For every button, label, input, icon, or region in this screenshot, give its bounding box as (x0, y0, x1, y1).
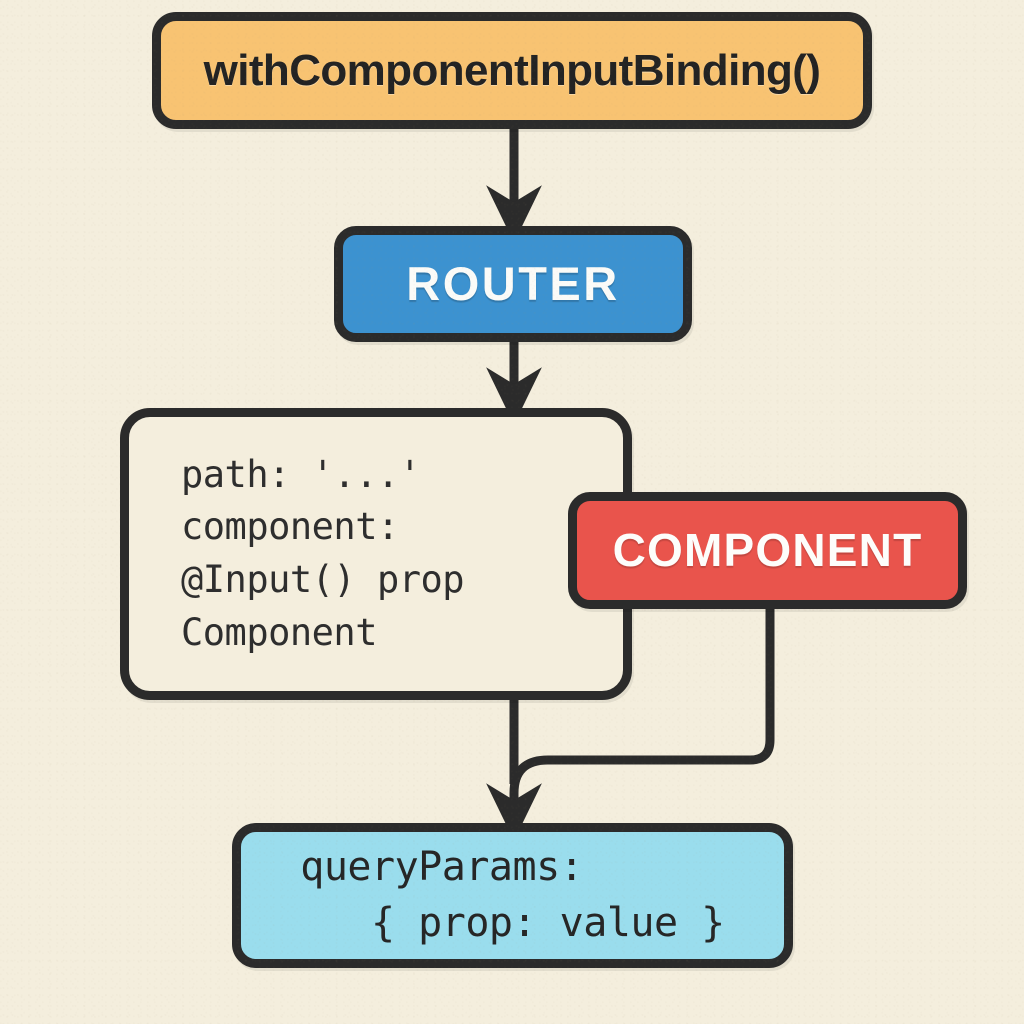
node-with-component-input-binding-label: withComponentInputBinding() (203, 45, 821, 95)
node-with-component-input-binding[interactable]: withComponentInputBinding() (152, 12, 872, 129)
node-route-config[interactable]: path: '...' component: @Input() prop Com… (120, 408, 632, 700)
node-route-config-label: path: '...' component: @Input() prop Com… (181, 452, 465, 654)
node-query-params[interactable]: queryParams: { prop: value } (232, 823, 793, 968)
node-component[interactable]: COMPONENT (568, 492, 967, 609)
node-router[interactable]: ROUTER (334, 226, 692, 342)
node-query-params-label: queryParams: { prop: value } (300, 844, 725, 946)
node-router-label: ROUTER (406, 257, 620, 311)
edge-route-config-to-query-params-arrow (486, 755, 549, 841)
edge-component-to-query-params (548, 609, 775, 765)
node-component-label: COMPONENT (612, 524, 923, 577)
